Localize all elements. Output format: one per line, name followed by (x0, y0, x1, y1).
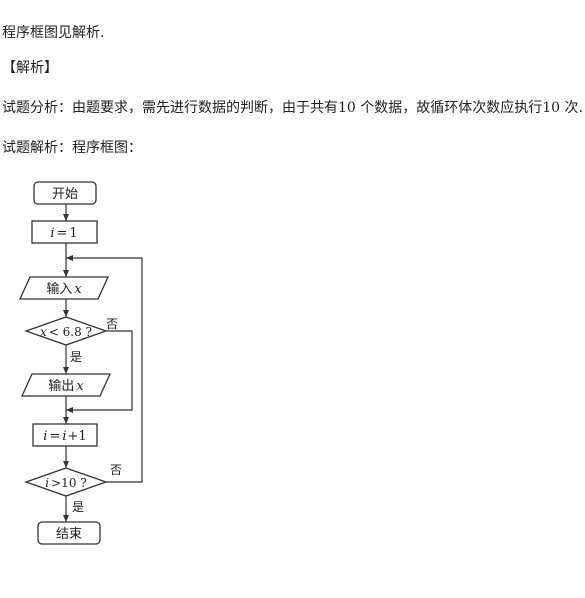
cond1-no-label: 否 (106, 317, 118, 331)
init-expression: i=1 (50, 226, 77, 241)
analysis-text: 试题分析：由题要求，需先进行数据的判断，由于共有10 个数据，故循环体次数应执行… (2, 100, 583, 116)
solution-intro: 试题解析：程序框图： (2, 140, 142, 156)
init-box (31, 220, 98, 244)
cond1-yes-label: 是 (70, 350, 82, 364)
cond1-text: x< 6.8 ? (40, 325, 92, 339)
cond2-no-label: 否 (110, 463, 122, 477)
increment-box (32, 423, 98, 447)
cond2-yes-label: 是 (72, 500, 84, 514)
cond1-no-path (66, 330, 133, 413)
output-parallelogram (20, 373, 112, 397)
analysis-heading: 【解析】 (2, 60, 58, 76)
start-label: 开始 (52, 187, 78, 202)
input-parallelogram (18, 276, 110, 300)
loop-back-path (66, 255, 143, 483)
answer-summary: 程序框图见解析. (2, 25, 105, 41)
end-terminal (37, 521, 101, 545)
increment-expression: i=i+1 (43, 429, 86, 444)
cond2-text: i>10 ? (45, 476, 86, 490)
end-label: 结束 (56, 527, 82, 542)
start-terminal (33, 181, 97, 205)
